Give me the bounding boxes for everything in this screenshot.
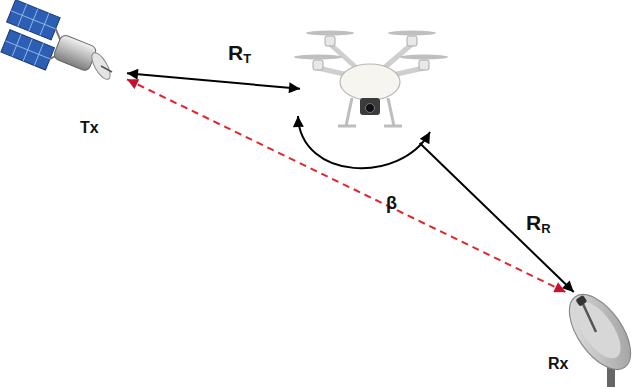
satellite-dish xyxy=(88,50,113,82)
range-label: RT xyxy=(228,42,251,67)
range-line xyxy=(127,73,300,88)
satellite-body xyxy=(53,34,98,72)
landing-gear xyxy=(338,98,402,126)
node-label: Tx xyxy=(80,118,99,137)
range-label: RR xyxy=(526,212,551,237)
receiver-node: Rx xyxy=(540,292,630,385)
angle-arc xyxy=(298,116,430,168)
drone-icon xyxy=(294,31,448,127)
drone-body xyxy=(340,64,400,100)
lnb xyxy=(575,295,587,307)
dish-icon xyxy=(557,284,632,387)
dish-face xyxy=(567,294,629,365)
range-line xyxy=(420,143,574,292)
propeller xyxy=(294,31,448,60)
feed-arm xyxy=(583,304,596,332)
solar-panel xyxy=(1,30,54,70)
transmitter-node: Tx xyxy=(5,8,127,144)
baseline-dashed xyxy=(127,79,566,292)
angle-label: β xyxy=(386,193,397,215)
drone-node xyxy=(300,18,440,143)
dish-reflector xyxy=(557,284,632,380)
node-label: Rx xyxy=(548,354,568,373)
camera-gimbal xyxy=(360,98,380,115)
satellite-icon xyxy=(0,0,114,85)
antenna-feed xyxy=(101,66,112,72)
panel-grid xyxy=(1,30,54,70)
camera-lens xyxy=(366,104,375,113)
